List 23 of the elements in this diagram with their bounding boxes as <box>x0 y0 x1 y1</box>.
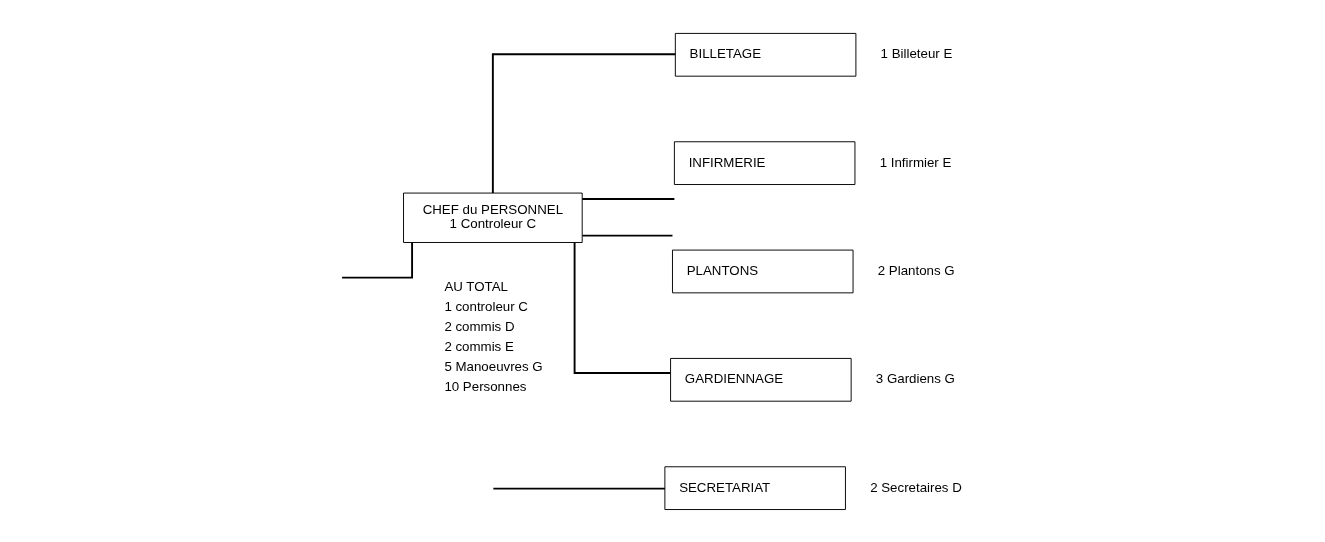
label: AU TOTAL <box>444 279 508 295</box>
label: 2 commis D <box>444 319 515 335</box>
node-label: 1 Infirmier E <box>879 154 952 170</box>
node-box: SECRETARIAT <box>664 466 846 510</box>
node-box: GARDIENNAGE <box>670 357 852 402</box>
node-label: 1 Billeteur E <box>880 46 953 62</box>
label: 1 controleur C <box>444 299 528 315</box>
node-box: PLANTONS <box>672 249 854 294</box>
node-label: 2 Plantons G <box>877 262 955 278</box>
node-box: CHEF du PERSONNEL 1 Controleur C <box>403 192 583 243</box>
connector <box>573 241 672 374</box>
node-label: 2 Secretaires D <box>870 479 962 495</box>
label: 2 commis E <box>444 339 514 355</box>
connector <box>492 487 666 490</box>
node-label: 3 Gardiens G <box>875 371 955 387</box>
connector <box>491 53 677 194</box>
node-box: BILLETAGE <box>674 32 857 77</box>
connector <box>581 234 674 237</box>
node-box: INFIRMERIE <box>673 141 856 185</box>
connector <box>341 241 414 279</box>
label: 10 Personnes <box>444 378 527 394</box>
connector <box>581 198 676 200</box>
label: 5 Manoeuvres G <box>444 358 543 374</box>
